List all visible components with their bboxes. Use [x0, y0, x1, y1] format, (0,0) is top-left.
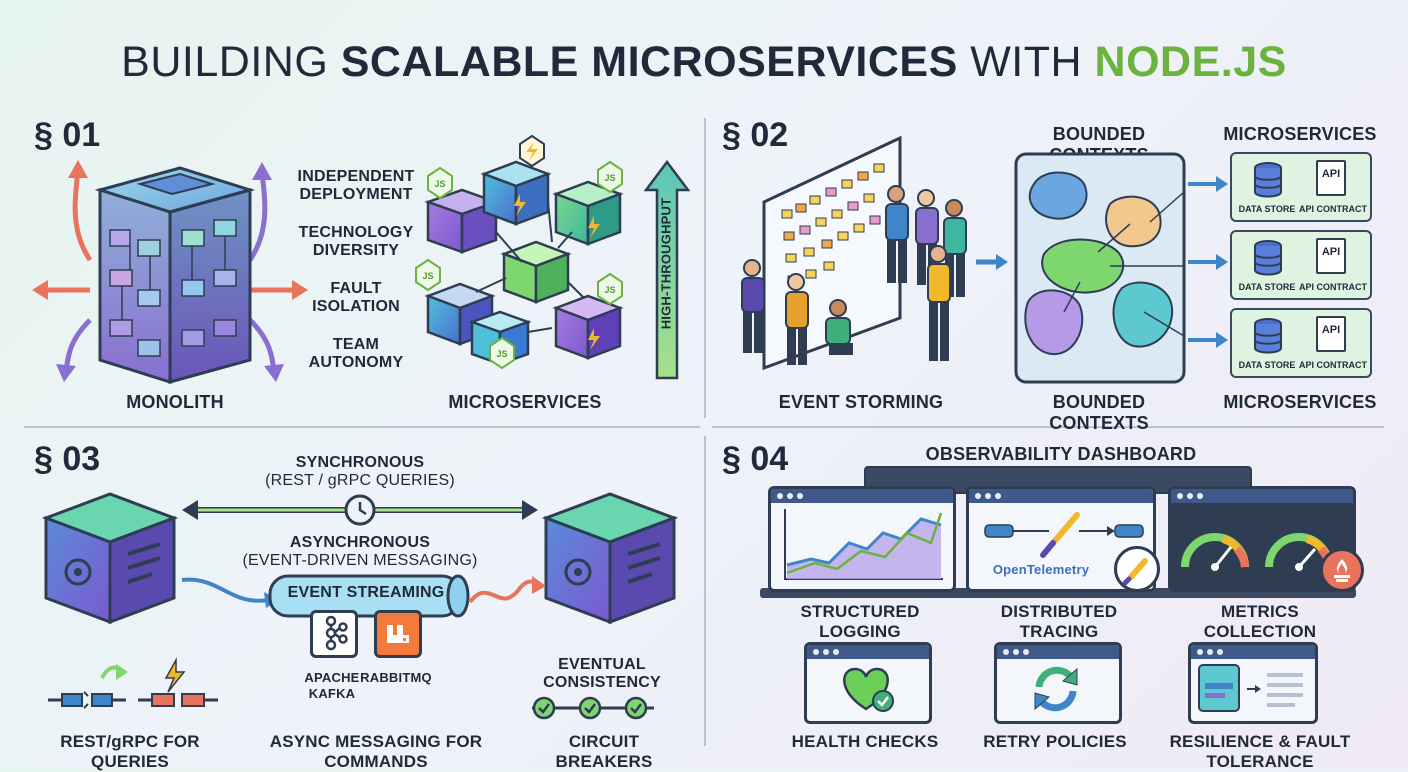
section-03-number: § 03: [34, 440, 101, 478]
api-text: API: [1321, 246, 1341, 258]
async-subtitle: (EVENT-DRIVEN MESSAGING): [242, 552, 478, 569]
retry-policies-window: [994, 642, 1122, 724]
health-checks-window: [804, 642, 932, 724]
title-part-2: SCALABLE MICROSERVICES: [340, 38, 971, 86]
distributed-tracing-label: DISTRIBUTED TRACING: [1000, 602, 1118, 641]
rabbitmq-icon: [374, 610, 422, 658]
section-04-number: § 04: [722, 440, 789, 478]
event-streaming-label: EVENT STREAMING: [287, 584, 445, 601]
database-icon: [1254, 162, 1282, 198]
microservices-label-s1: MICROSERVICES: [448, 392, 602, 412]
benefit-independent-deployment: INDEPENDENT DEPLOYMENT: [297, 168, 415, 203]
resilience-icon: [1198, 664, 1303, 712]
arrow-to-contexts: [976, 254, 1008, 270]
sync-arrow: [182, 494, 538, 526]
monolith-illustration: [32, 160, 308, 385]
data-store-label: DATA STORE: [1238, 204, 1296, 214]
logging-window: [768, 486, 956, 592]
throughput-arrow: [644, 160, 690, 380]
service-cube-left: [41, 492, 179, 625]
service-cube-right: [541, 492, 679, 625]
heart-check-icon: [843, 667, 894, 712]
opentelemetry-label: OpenTelemetry: [992, 562, 1090, 577]
window-titlebar: [969, 489, 1153, 503]
window-titlebar: [771, 489, 953, 503]
event-storming-illustration: [741, 135, 967, 371]
api-document-icon: [1316, 238, 1346, 274]
rest-grpc-queries-label: REST/gRPC FOR QUERIES: [60, 732, 200, 771]
api-document-icon: [1316, 316, 1346, 352]
kafka-label: APACHE KAFKA: [304, 670, 360, 701]
database-icon: [1254, 318, 1282, 354]
bounded-contexts-panel: [1014, 152, 1186, 384]
vertical-divider: [704, 118, 706, 418]
kafka-icon: [310, 610, 358, 658]
js-badge: JS: [496, 349, 508, 359]
line-chart-graphic: [784, 509, 943, 580]
event-storming-label: EVENT STORMING: [778, 392, 944, 412]
window-titlebar: [997, 645, 1119, 659]
circuit-breakers-label: CIRCUIT BREAKERS: [555, 732, 653, 771]
js-badge: JS: [434, 179, 446, 189]
js-badge: JS: [604, 173, 616, 183]
rabbitmq-label: RABBITMQ: [360, 670, 432, 685]
async-title: ASYNCHRONOUS: [289, 534, 431, 551]
eventual-consistency-label: EVENTUAL CONSISTENCY: [543, 656, 661, 691]
api-contract-label: API CONTRACT: [1299, 360, 1367, 370]
service-card-1: API DATA STORE API CONTRACT: [1230, 152, 1372, 222]
microservices-label-s2: MICROSERVICES: [1223, 392, 1377, 412]
microservices-cubes-illustration: [415, 134, 624, 370]
title-part-1: BUILDING: [121, 38, 341, 86]
api-text: API: [1321, 324, 1341, 336]
section-01-number: § 01: [34, 116, 101, 154]
throughput-label: HIGH-THROUGHPUT: [658, 197, 674, 330]
dashboard-title: OBSERVABILITY DASHBOARD: [925, 444, 1197, 464]
circuit-break-icons: [48, 657, 218, 709]
service-card-3: API DATA STORE API CONTRACT: [1230, 308, 1372, 378]
retry-icon: [1034, 666, 1078, 712]
sync-subtitle: (REST / gRPC QUERIES): [265, 472, 455, 489]
dashboard-base: [760, 588, 1356, 598]
api-contract-label: API CONTRACT: [1299, 282, 1367, 292]
data-store-label: DATA STORE: [1238, 282, 1296, 292]
sync-title: SYNCHRONOUS: [295, 454, 425, 471]
window-titlebar: [1191, 645, 1315, 659]
trace-flow-graphic: [984, 512, 1144, 558]
window-titlebar: [807, 645, 929, 659]
opentelemetry-icon: [1114, 546, 1160, 592]
api-document-icon: [1316, 160, 1346, 196]
microservices-header-s2: MICROSERVICES: [1223, 124, 1377, 144]
monolith-label: MONOLITH: [126, 392, 224, 412]
metrics-collection-label: METRICS COLLECTION: [1203, 602, 1317, 641]
horizontal-divider-left: [24, 426, 700, 428]
benefit-technology-diversity: TECHNOLOGY DIVERSITY: [298, 224, 414, 259]
benefit-fault-isolation: FAULT ISOLATION: [312, 280, 400, 315]
js-badge: JS: [422, 271, 434, 281]
horizontal-divider-right: [712, 426, 1384, 428]
bounded-contexts-label: BOUNDED CONTEXTS: [1049, 392, 1149, 433]
benefit-team-autonomy: TEAM AUTONOMY: [308, 336, 404, 371]
arrows-to-services: [1188, 176, 1228, 348]
retry-policies-label: RETRY POLICIES: [983, 732, 1127, 751]
page-title: BUILDING SCALABLE MICROSERVICES WITH NOD…: [0, 38, 1408, 87]
vertical-divider-bottom: [704, 436, 706, 746]
data-store-label: DATA STORE: [1238, 360, 1296, 370]
resilience-window: [1188, 642, 1318, 724]
title-part-3: WITH: [970, 38, 1095, 86]
window-titlebar: [1171, 489, 1353, 503]
service-card-2: API DATA STORE API CONTRACT: [1230, 230, 1372, 300]
structured-logging-label: STRUCTURED LOGGING: [800, 602, 920, 641]
js-badge: JS: [604, 285, 616, 295]
section-02-number: § 02: [722, 116, 789, 154]
consistency-checks: [532, 696, 654, 720]
async-messaging-label: ASYNC MESSAGING FOR COMMANDS: [269, 732, 483, 771]
event-streaming-pipe: [181, 574, 546, 618]
database-icon: [1254, 240, 1282, 276]
api-text: API: [1321, 168, 1341, 180]
resilience-label: RESILIENCE & FAULT TOLERANCE: [1169, 732, 1351, 771]
health-checks-label: HEALTH CHECKS: [791, 732, 939, 751]
api-contract-label: API CONTRACT: [1299, 204, 1367, 214]
title-part-4: NODE.JS: [1094, 38, 1287, 86]
prometheus-icon: [1320, 548, 1364, 592]
